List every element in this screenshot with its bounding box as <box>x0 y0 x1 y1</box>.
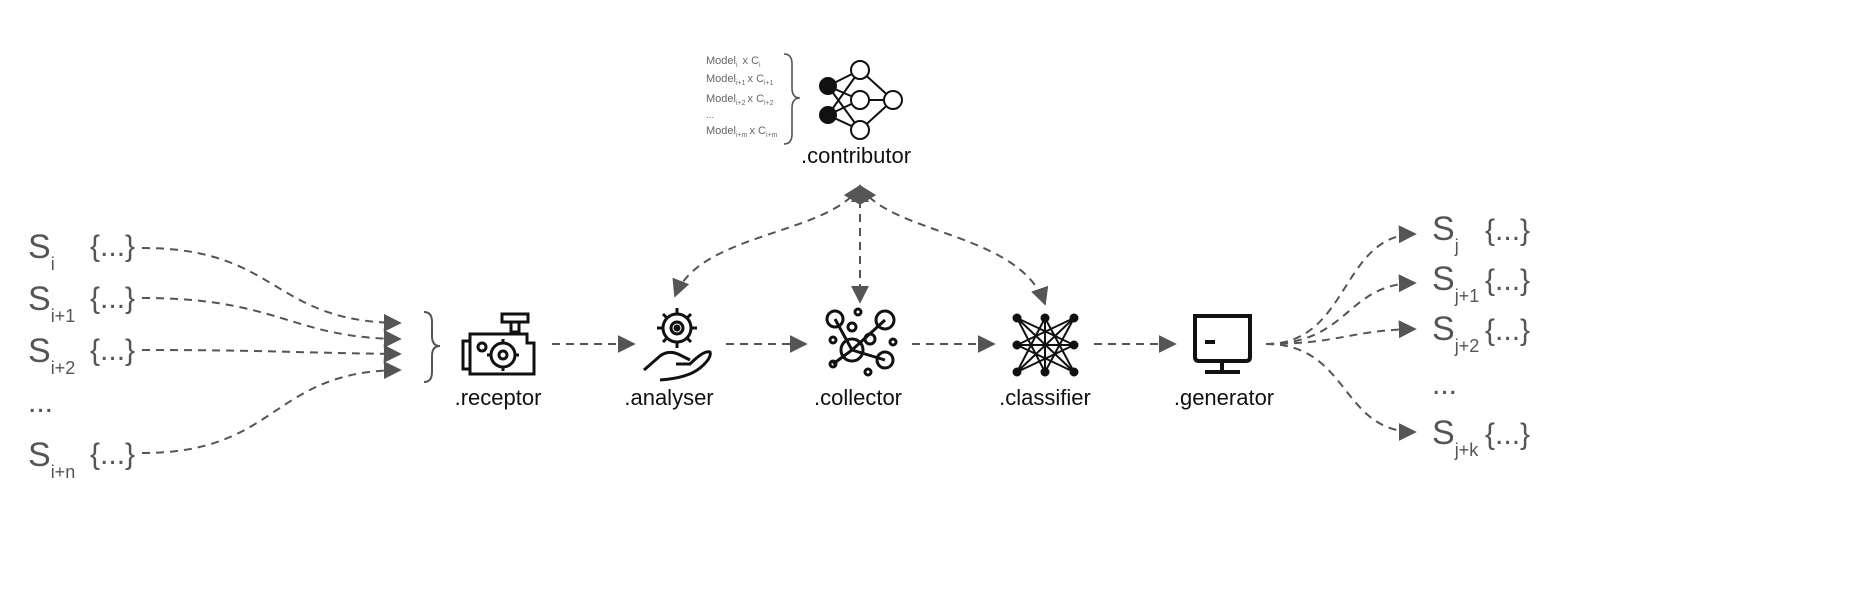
input-stream-sin: Si+n {...} <box>28 436 135 482</box>
model-times-c: x C <box>748 73 765 85</box>
bubbles-cluster-icon <box>825 307 898 377</box>
stage-analyser: .analyser <box>624 308 714 410</box>
monitor-icon <box>1193 314 1252 374</box>
stage-label: .analyser <box>624 385 713 410</box>
stream-braces: {...} <box>1485 264 1530 297</box>
input-stream-si: Si {...} <box>28 228 135 274</box>
model-ellipsis: ... <box>706 110 714 121</box>
input-grouping-brace <box>423 311 441 383</box>
stage-label: .receptor <box>455 385 542 410</box>
stream-braces: {...} <box>90 438 135 471</box>
output-stream-sjk: Sj+k {...} <box>1432 414 1530 460</box>
model-name: Model <box>706 55 736 67</box>
stream-symbol: S <box>28 228 51 266</box>
input-ellipsis: ... <box>28 386 53 419</box>
stage-receptor: .receptor <box>455 312 542 410</box>
stream-braces: {...} <box>1485 214 1530 247</box>
model-times-c: x C <box>743 55 760 67</box>
stream-symbol: S <box>1432 260 1455 298</box>
model-subscript: i <box>736 62 738 69</box>
svg-text:Modeli+2x Ci+2: Modeli+2x Ci+2 <box>706 93 774 107</box>
input-streams: Si {...} Si+1 {...} Si+2 {...} ... Si+n … <box>28 228 441 482</box>
stream-braces: {...} <box>1485 314 1530 347</box>
stream-symbol: S <box>28 436 51 474</box>
svg-text:Modeli+1x Ci+1: Modeli+1x Ci+1 <box>706 73 774 87</box>
model-name: Model <box>706 93 736 105</box>
stream-subscript: j+2 <box>1454 336 1480 356</box>
stream-subscript: j <box>1454 236 1459 256</box>
contributor-analyser-arrow <box>672 184 861 298</box>
model-times-c: x C <box>748 93 765 105</box>
stage-classifier: .classifier <box>999 313 1091 410</box>
contributor-label: .contributor <box>801 143 911 168</box>
output-streams: Sj {...} Sj+1 {...} Sj+2 {...} ... Sj+k … <box>1265 210 1530 460</box>
output-arrow <box>1265 320 1417 345</box>
stage-collector: .collector <box>814 307 902 410</box>
svg-text:Si: Si <box>28 228 55 274</box>
stream-symbol: S <box>1432 414 1455 452</box>
stream-subscript: j+k <box>1454 440 1480 460</box>
output-stream-sj: Sj {...} <box>1432 210 1530 256</box>
output-arrow <box>1265 343 1417 441</box>
model-name: Model <box>706 125 736 137</box>
model-times-c: x C <box>749 125 766 137</box>
c-subscript: i+2 <box>764 100 774 107</box>
model-subscript: i+1 <box>736 80 746 87</box>
gear-hand-icon <box>643 308 712 382</box>
svg-text:Si+n: Si+n <box>28 436 75 482</box>
c-subscript: i+1 <box>764 80 774 87</box>
mesh-network-icon <box>1012 313 1079 377</box>
model-subscript: i+2 <box>736 100 746 107</box>
stream-subscript: i+1 <box>51 306 76 326</box>
svg-text:Modeli+mx Ci+m: Modeli+mx Ci+m <box>706 125 778 139</box>
stream-subscript: i <box>51 254 55 274</box>
svg-text:Si+1: Si+1 <box>28 280 75 326</box>
stream-subscript: j+1 <box>1454 286 1480 306</box>
svg-text:Sj+k: Sj+k <box>1432 414 1479 460</box>
svg-text:Sj+2: Sj+2 <box>1432 310 1479 356</box>
stage-generator: .generator <box>1174 314 1274 410</box>
neural-network-icon <box>819 60 903 140</box>
model-list-brace <box>783 53 801 145</box>
stage-label: .generator <box>1174 385 1274 410</box>
svg-text:Si+2: Si+2 <box>28 332 75 378</box>
stream-symbol: S <box>28 332 51 370</box>
input-arrow <box>141 344 402 363</box>
input-stream-si2: Si+2 {...} <box>28 332 135 378</box>
output-arrow <box>1265 225 1417 345</box>
stream-symbol: S <box>1432 310 1455 348</box>
model-name: Model <box>706 73 736 85</box>
stream-symbol: S <box>1432 210 1455 248</box>
model-subscript: i+m <box>736 132 748 139</box>
stream-subscript: i+2 <box>51 358 76 378</box>
output-stream-sj2: Sj+2 {...} <box>1432 310 1530 356</box>
stage-label: .collector <box>814 385 902 410</box>
input-arrow <box>141 361 402 454</box>
svg-text:Sj+1: Sj+1 <box>1432 260 1479 306</box>
stream-braces: {...} <box>1485 418 1530 451</box>
output-arrow <box>1265 274 1417 345</box>
contributor-arrows <box>672 184 1049 306</box>
c-subscript: i+m <box>766 132 778 139</box>
stage-label: .classifier <box>999 385 1091 410</box>
contributor-classifier-arrow <box>859 184 1049 306</box>
output-stream-sj1: Sj+1 {...} <box>1432 260 1530 306</box>
output-ellipsis: ... <box>1432 368 1457 401</box>
stream-braces: {...} <box>90 230 135 263</box>
engine-gear-icon <box>461 312 536 376</box>
input-stream-si1: Si+1 {...} <box>28 280 135 326</box>
input-arrow <box>141 297 402 348</box>
stream-braces: {...} <box>90 334 135 367</box>
svg-text:Sj: Sj <box>1432 210 1459 256</box>
stream-subscript: i+n <box>51 462 76 482</box>
stream-symbol: S <box>28 280 51 318</box>
c-subscript: i <box>759 62 761 69</box>
input-arrow <box>141 247 402 332</box>
stream-braces: {...} <box>90 282 135 315</box>
